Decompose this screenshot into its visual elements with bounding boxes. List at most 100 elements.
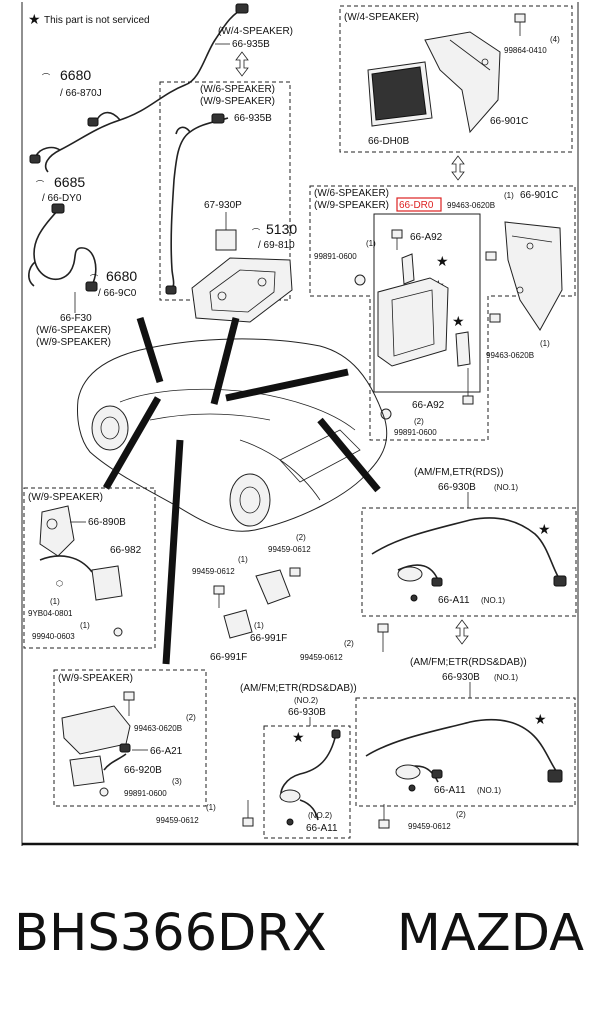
label-w9-speaker: (W/9-SPEAKER) [36, 337, 111, 348]
dab2-harness [279, 729, 341, 821]
not-serviced-star-icon: ★ [452, 313, 465, 329]
not-serviced-star-icon: ★ [538, 521, 551, 537]
amp-a92-bottom: 66-A92 [412, 400, 445, 411]
bottom-left-qty: (1) [206, 803, 216, 812]
w4-unit-part: 66-DH0B [368, 136, 409, 147]
pointer-line [162, 439, 184, 665]
amplifier-box [309, 185, 576, 441]
nut-icon: ⬡ [56, 579, 63, 588]
dab-title: (AM/FM;ETR(RDS&DAB)) [410, 657, 527, 668]
overhead-console-icon [191, 257, 293, 323]
dab-part: 66-930B [442, 672, 480, 683]
dab-no1: (NO.1) [494, 673, 518, 682]
speaker-harness-box [159, 81, 291, 301]
bolt-icon [242, 800, 390, 829]
dab2-a11: 66-A11 [306, 823, 338, 834]
part-9YB04-0801: 9YB04-0801 [28, 609, 73, 618]
clip-part-icon [223, 569, 291, 639]
dab-a11: 66-A11 [434, 785, 466, 796]
pointer-line [225, 368, 349, 402]
connector-clip-icon: ⌒ [36, 180, 44, 189]
bolt-icon [213, 567, 301, 608]
bolt-icon [514, 13, 526, 36]
part-5130: 5130 [266, 221, 297, 237]
rds-a11-no: (NO.1) [481, 596, 505, 605]
part-67-930P: 67-930P [204, 200, 242, 211]
w9-bottom-bolt: 99463-0620B [134, 724, 182, 733]
amp-inner-frame [373, 213, 481, 393]
dab2-part: 66-930B [288, 707, 326, 718]
amp-bolt-right: 99463-0620B [486, 351, 534, 360]
amp-nut2-qty: (2) [414, 417, 424, 426]
amp-w6-label: (W/6-SPEAKER) [314, 188, 389, 199]
part-66-870J: / 66-870J [60, 88, 102, 99]
part-66-935B-a: 66-935B [232, 39, 270, 50]
bottom-right-bolt: 99459-0612 [408, 822, 451, 831]
part-66-F30: 66-F30 [60, 313, 92, 324]
label-w6-speaker: (W/6-SPEAKER) [36, 325, 111, 336]
car-body-illustration [77, 338, 388, 532]
amp-nut-qty: (1) [366, 239, 376, 248]
w4-bolt-qty: (4) [550, 35, 560, 44]
speaker-connector-icon [39, 555, 123, 601]
part-66-A21: 66-A21 [150, 746, 183, 757]
connector-clip-icon: ⌒ [252, 228, 260, 237]
left-lower-harness [28, 203, 98, 292]
dab-harness [365, 718, 563, 783]
amp-bracket-icon [504, 221, 563, 331]
center-bolt-a: 99459-0612 [268, 545, 311, 554]
pointer-line [102, 396, 162, 490]
switch-part-icon [215, 229, 237, 251]
rds-no1: (NO.1) [494, 483, 518, 492]
not-serviced-star-icon: ★ [436, 253, 449, 269]
pointer-line [210, 317, 240, 405]
brand-caption: MAZDA [396, 903, 584, 963]
legend-star-icon: ★ [28, 11, 41, 27]
pointer-line [136, 316, 164, 384]
nut-icon [113, 627, 123, 637]
part-66-920B: 66-920B [124, 765, 162, 776]
part-66-982: 66-982 [110, 545, 142, 556]
part-66-991F-a: 66-991F [250, 633, 287, 644]
dab2-a11-no: (NO.2) [308, 811, 332, 820]
rds-part: 66-930B [438, 482, 476, 493]
dab-box [355, 697, 576, 807]
display-unit-icon [367, 61, 433, 127]
amp-bolt-right-qty: (1) [540, 339, 550, 348]
center-bolt-c: 99459-0612 [300, 653, 343, 662]
w9-bottom-bolt-qty: (2) [186, 713, 196, 722]
amp-bolt-top: 99463-0620B [447, 201, 495, 210]
part-69-810: / 69-810 [258, 240, 295, 251]
center-bolt-b: 99459-0612 [192, 567, 235, 576]
part-66-991F-b: 66-991F [210, 652, 247, 663]
rds-a11: 66-A11 [438, 595, 470, 606]
legend-text: This part is not serviced [44, 15, 150, 26]
bolt-icon [462, 368, 474, 405]
center-qty-c: (2) [344, 639, 354, 648]
w9-left-title: (W/9-SPEAKER) [28, 492, 103, 503]
center-qty-a: (2) [296, 533, 306, 542]
bolt-icon [391, 229, 403, 250]
w9-bottom-nut: 99891-0600 [124, 789, 167, 798]
highlight-frame [396, 197, 442, 212]
label-w6-speaker-top: (W/6-SPEAKER) [200, 84, 275, 95]
nut-icon [354, 274, 366, 286]
amp-highlight-part: 66-DR0 [399, 200, 434, 211]
w4-bolt-part: 99864-0410 [504, 46, 547, 55]
dab-a11-no: (NO.1) [477, 786, 501, 795]
amp-bracket-qty: (1) [504, 191, 514, 200]
amp-a92-top: 66-A92 [410, 232, 443, 243]
display-bracket-icon [424, 31, 501, 134]
amp-nut2-part: 99891-0600 [394, 428, 437, 437]
w9-bottom-title: (W/9-SPEAKER) [58, 673, 133, 684]
part-6680-a: 6680 [60, 67, 91, 83]
w4-box-title: (W/4-SPEAKER) [344, 12, 419, 23]
bolt-icon [377, 623, 389, 652]
clip-icon [408, 784, 416, 792]
rds-box [361, 507, 577, 617]
bolt-icon [123, 691, 135, 716]
label-w4-speaker-top: (W/4-SPEAKER) [218, 26, 293, 37]
w9-left-nut: 99940-0603 [32, 632, 75, 641]
double-arrow-icon [235, 51, 249, 77]
bolt-icon [485, 251, 501, 323]
